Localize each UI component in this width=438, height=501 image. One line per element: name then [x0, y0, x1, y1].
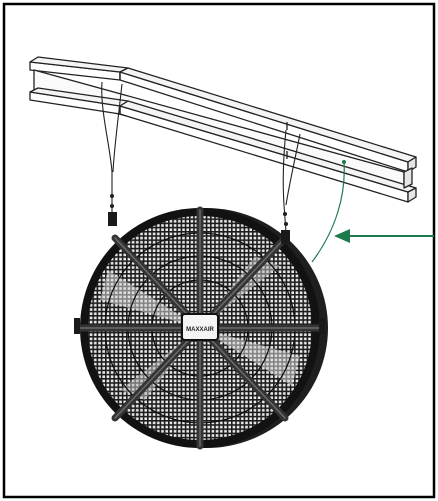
ceiling-fan: MAXXAIR [74, 206, 328, 450]
i-beam [29, 56, 417, 203]
fan-brand-label: MAXXAIR [186, 327, 214, 333]
suspension-cables [101, 81, 301, 233]
bracket-right [281, 230, 290, 244]
indicator [311, 160, 434, 263]
cable-right [282, 129, 287, 233]
arrow-left-icon [334, 229, 350, 243]
fan-hub [181, 313, 219, 341]
cable-left [101, 81, 113, 214]
bracket-left [108, 212, 117, 226]
indicator-curve [311, 161, 345, 263]
